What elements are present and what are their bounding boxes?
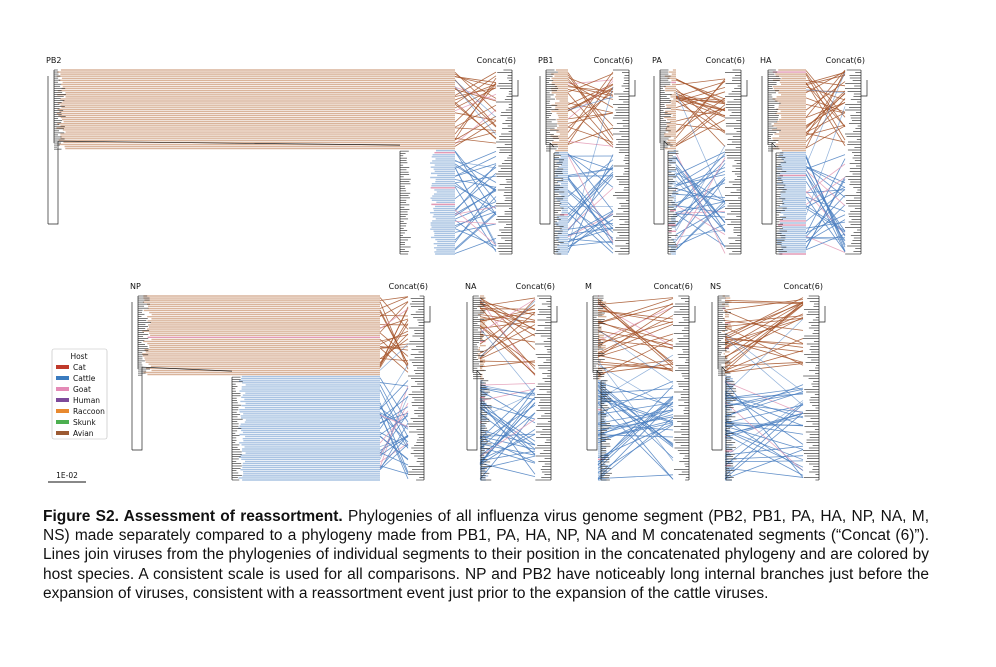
segment-tree-m — [586, 295, 612, 481]
tangle-lines-pb1 — [567, 71, 614, 254]
panel-label-m: M — [585, 282, 592, 291]
concat-tree-np — [408, 295, 431, 481]
panel-label-na: NA — [465, 282, 477, 291]
legend-swatch-cat — [56, 365, 69, 369]
tangle-lines-ns — [724, 297, 804, 480]
segment-tree-pa — [653, 69, 679, 255]
panel-label-pa: PA — [652, 56, 662, 65]
concat-tree-ns — [803, 295, 826, 481]
tangle-lines-np — [379, 296, 409, 480]
panel-pa: PA Concat(6) — [652, 56, 748, 255]
legend-item-skunk: Skunk — [73, 418, 96, 427]
segment-tree-pb2 — [47, 69, 411, 255]
tangle-lines-pb2 — [454, 71, 497, 254]
segment-tree-ha — [761, 69, 787, 255]
tip-bands-pa — [664, 69, 676, 255]
legend-item-human: Human — [73, 396, 100, 405]
segment-tree-np — [131, 295, 243, 481]
panel-label-ns: NS — [710, 282, 721, 291]
tangle-lines-pa — [675, 78, 726, 254]
tip-bands-np — [142, 295, 380, 481]
panel-concat-label-np: Concat(6) — [389, 282, 428, 291]
panel-concat-label-na: Concat(6) — [516, 282, 555, 291]
tip-bands-pb2 — [56, 69, 455, 255]
legend-item-avian: Avian — [73, 429, 94, 438]
panel-label-ha: HA — [760, 56, 772, 65]
tip-bands-ns — [722, 295, 734, 481]
legend-item-raccoon: Raccoon — [73, 407, 105, 416]
concat-tree-ha — [845, 69, 868, 255]
legend-swatch-skunk — [56, 420, 69, 424]
panel-ns: NS Concat(6) — [710, 282, 826, 481]
caption-body: Phylogenies of all influenza virus genom… — [43, 508, 930, 602]
caption-title: Figure S2. Assessment of reassortment. — [43, 508, 343, 525]
segment-tree-pb1 — [539, 69, 565, 255]
panel-label-pb2: PB2 — [46, 56, 61, 65]
legend-item-goat: Goat — [73, 385, 91, 394]
legend-title: Host — [70, 352, 87, 361]
segment-tree-ns — [711, 295, 737, 481]
panel-concat-label-ns: Concat(6) — [784, 282, 823, 291]
panel-pb2: PB2 Concat(6) — [46, 56, 519, 255]
figure-caption: Figure S2. Assessment of reassortment. P… — [43, 507, 929, 603]
legend-item-cat: Cat — [73, 363, 86, 372]
panel-concat-label-m: Concat(6) — [654, 282, 693, 291]
scale-bar: 1E-02 — [48, 471, 86, 483]
panel-concat-label-ha: Concat(6) — [826, 56, 865, 65]
panel-np: NP Concat(6) — [130, 282, 431, 481]
legend-swatch-goat — [56, 387, 69, 391]
panel-ha: HA Concat(6) — [760, 56, 868, 255]
panel-label-pb1: PB1 — [538, 56, 553, 65]
concat-tree-pa — [725, 69, 748, 255]
panel-na: NA Concat(6) — [465, 282, 558, 481]
legend-swatch-avian — [56, 431, 69, 435]
legend-swatch-raccoon — [56, 409, 69, 413]
legend-swatch-cattle — [56, 376, 69, 380]
panel-label-np: NP — [130, 282, 141, 291]
legend-swatch-human — [56, 398, 69, 402]
concat-tree-pb2 — [496, 69, 519, 255]
panel-pb1: PB1 Concat(6) — [538, 56, 636, 255]
tangle-lines-ha — [805, 69, 846, 253]
scale-bar-label: 1E-02 — [56, 471, 78, 480]
panel-concat-label-pa: Concat(6) — [706, 56, 745, 65]
panel-concat-label-pb2: Concat(6) — [477, 56, 516, 65]
tangle-lines-m — [597, 297, 674, 481]
legend-item-cattle: Cattle — [73, 374, 96, 383]
concat-tree-m — [673, 295, 696, 481]
concat-tree-na — [535, 295, 558, 481]
tangle-lines-na — [479, 297, 536, 480]
panel-concat-label-pb1: Concat(6) — [594, 56, 633, 65]
panel-m: M Concat(6) — [585, 282, 696, 481]
segment-tree-na — [466, 295, 492, 481]
concat-tree-pb1 — [613, 69, 636, 255]
